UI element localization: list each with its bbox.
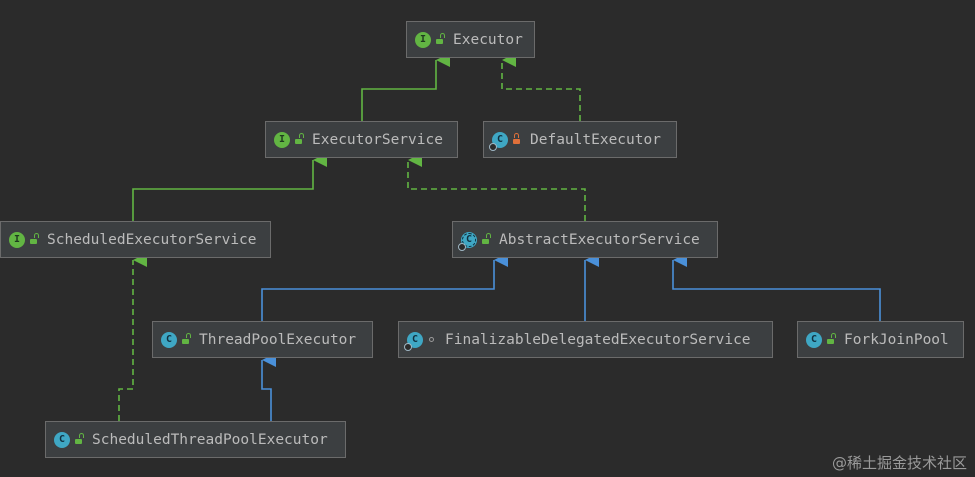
- node-label: Executor: [453, 31, 523, 48]
- node-executor[interactable]: I Executor: [406, 21, 535, 58]
- private-visibility-icon: [512, 132, 521, 144]
- abstract-class-icon: C: [458, 231, 477, 251]
- node-label: ScheduledThreadPoolExecutor: [92, 431, 328, 448]
- public-visibility-icon: [294, 136, 303, 144]
- static-nested-icon: [404, 342, 412, 351]
- node-label: DefaultExecutor: [530, 131, 661, 148]
- node-abstract-executor-service[interactable]: C AbstractExecutorService: [452, 221, 718, 258]
- edge-default-executor-to-executor: [501, 53, 581, 121]
- edge-thread-pool-executor-to-abstract-executor-service: [261, 253, 508, 321]
- package-visibility-icon: [427, 336, 436, 344]
- node-label: FinalizableDelegatedExecutorService: [445, 331, 751, 348]
- public-visibility-icon: [181, 336, 190, 344]
- public-visibility-icon: [826, 336, 835, 344]
- edge-executor-service-to-executor: [361, 53, 450, 121]
- node-scheduled-thread-pool-executor[interactable]: C ScheduledThreadPoolExecutor: [45, 421, 346, 458]
- class-icon: C: [54, 431, 70, 448]
- node-label: ExecutorService: [312, 131, 443, 148]
- node-scheduled-executor-service[interactable]: I ScheduledExecutorService: [0, 221, 271, 258]
- edge-scheduled-thread-pool-executor-to-scheduled-executor-service: [118, 253, 147, 421]
- interface-icon: I: [274, 131, 290, 148]
- node-thread-pool-executor[interactable]: C ThreadPoolExecutor: [152, 321, 373, 358]
- class-icon: C: [806, 331, 822, 348]
- node-executor-service[interactable]: I ExecutorService: [265, 121, 458, 158]
- node-finalizable-delegated-executor-service[interactable]: C FinalizableDelegatedExecutorService: [398, 321, 773, 358]
- node-fork-join-pool[interactable]: C ForkJoinPool: [797, 321, 964, 358]
- watermark: @稀土掘金技术社区: [831, 454, 967, 472]
- static-nested-icon: [489, 142, 497, 151]
- edge-scheduled-executor-service-to-executor-service: [132, 153, 327, 221]
- public-visibility-icon: [435, 36, 444, 44]
- static-nested-icon: [458, 242, 466, 251]
- edge-fork-join-pool-to-abstract-executor-service: [672, 253, 881, 321]
- class-icon: C: [489, 131, 508, 151]
- edges-layer: [118, 53, 881, 421]
- node-label: ForkJoinPool: [844, 331, 949, 348]
- edge-abstract-executor-service-to-executor-service: [407, 153, 586, 221]
- interface-icon: I: [9, 231, 25, 248]
- node-label: ThreadPoolExecutor: [199, 331, 357, 348]
- class-icon: C: [404, 331, 423, 351]
- interface-icon: I: [415, 31, 431, 48]
- node-label: ScheduledExecutorService: [47, 231, 257, 248]
- class-icon: C: [161, 331, 177, 348]
- node-label: AbstractExecutorService: [499, 231, 700, 248]
- edge-scheduled-thread-pool-executor-to-thread-pool-executor: [261, 353, 276, 421]
- public-visibility-icon: [29, 236, 38, 244]
- node-default-executor[interactable]: C DefaultExecutor: [483, 121, 677, 158]
- public-visibility-icon: [74, 436, 83, 444]
- public-visibility-icon: [481, 236, 490, 244]
